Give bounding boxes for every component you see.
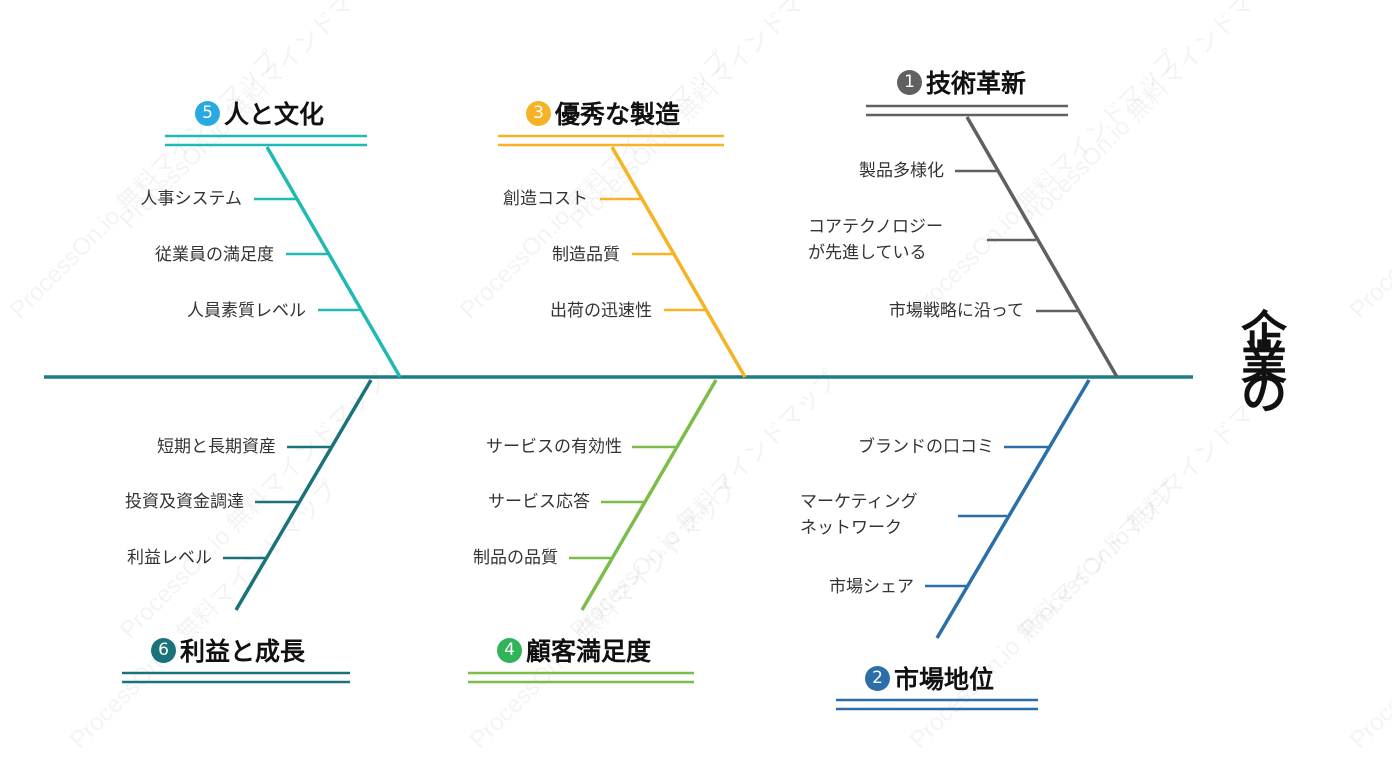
category-title-customer-satisfaction: 4 顧客満足度	[497, 632, 651, 668]
category-title-text: 顧客満足度	[526, 637, 652, 666]
item-service-effectiveness: サービスの有効性	[486, 437, 622, 457]
item-staff-quality: 人員素質レベル	[187, 301, 306, 321]
category-bone-6	[234, 379, 373, 611]
category-title-text: 優秀な製造	[555, 100, 681, 129]
item-employee-satisfaction: 従業員の満足度	[155, 245, 274, 265]
item-product-diversification: 製品多様化	[859, 161, 944, 181]
category-number-badge: 6	[151, 637, 176, 663]
category-title-profit-growth: 6 利益と成長	[151, 632, 305, 668]
category-title-text: 人と文化	[224, 100, 325, 129]
item-product-quality: 制品の品質	[473, 548, 558, 568]
category-number-badge: 4	[497, 637, 522, 663]
category-bone-4	[580, 379, 718, 611]
item-profit-level: 利益レベル	[127, 548, 212, 568]
item-investment-funding: 投資及資金調達	[125, 492, 244, 512]
item-creation-cost: 創造コスト	[503, 189, 588, 209]
category-title-manufacturing: 3 優秀な製造	[526, 95, 680, 131]
category-number-badge: 3	[526, 100, 551, 126]
category-title-text: 市場地位	[894, 665, 995, 694]
category-number-badge: 2	[865, 665, 890, 691]
category-bone-2	[935, 379, 1091, 639]
category-title-text: 利益と成長	[180, 637, 306, 666]
category-bone-1	[965, 116, 1119, 378]
item-marketing-network: マーケティング ネットワーク	[800, 492, 918, 538]
category-number-badge: 5	[195, 100, 220, 126]
item-core-technology: コアテクノロジー が先進している	[808, 217, 943, 263]
category-bone-3	[610, 146, 747, 378]
item-market-share: 市場シェア	[829, 577, 914, 597]
item-manufacturing-quality: 制造品質	[552, 245, 620, 265]
category-title-text: 技術革新	[926, 69, 1027, 98]
category-number-badge: 1	[897, 69, 922, 95]
fish-head-label: 企 業 の	[1238, 310, 1290, 420]
item-shipping-speed: 出荷の迅速性	[550, 301, 652, 321]
item-brand-reputation: ブランドの口コミ	[858, 437, 994, 457]
item-hr-system: 人事システム	[140, 189, 243, 209]
head-char-3: の	[1241, 366, 1287, 420]
category-title-tech-innovation: 1 技術革新	[897, 64, 1026, 100]
item-service-response: サービス応答	[488, 492, 590, 512]
category-title-market-position: 2 市場地位	[865, 660, 994, 696]
category-title-people-culture: 5 人と文化	[195, 95, 324, 131]
item-short-long-assets: 短期と長期資産	[157, 437, 276, 457]
category-bone-5	[265, 146, 402, 378]
item-market-strategy: 市場戦略に沿って	[888, 301, 1024, 321]
